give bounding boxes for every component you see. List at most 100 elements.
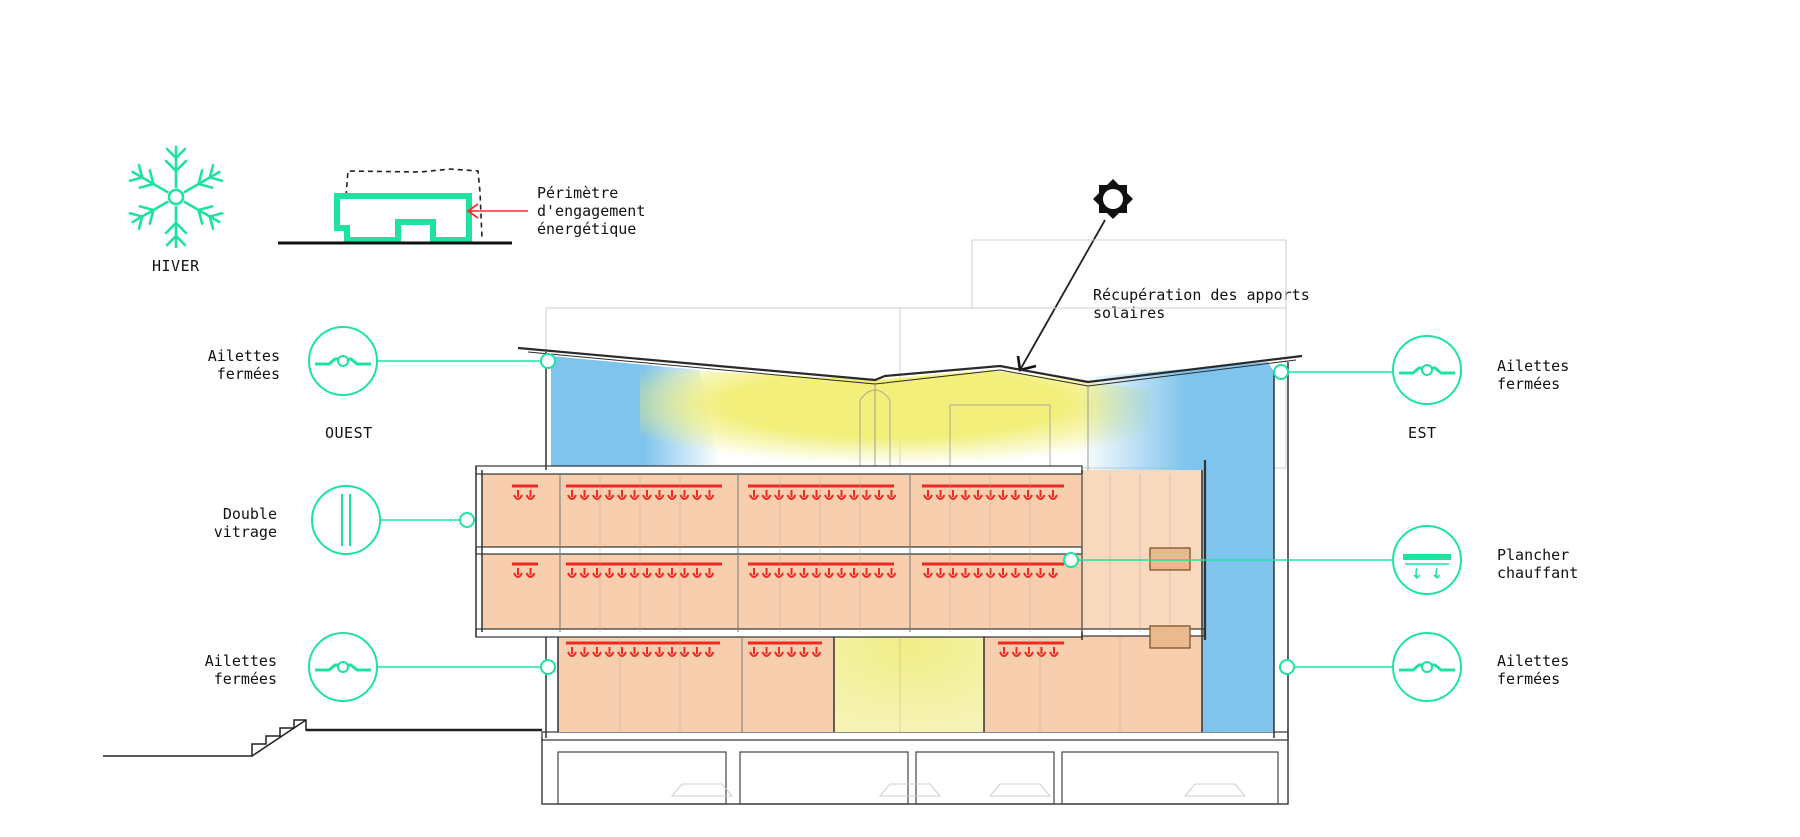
heat-marker [948, 490, 958, 500]
heat-marker [948, 568, 958, 578]
heat-marker [1023, 568, 1033, 578]
heat-marker [874, 568, 884, 578]
callout-line-2: chauffant [1497, 564, 1578, 582]
heat-marker [654, 647, 665, 657]
heat-marker [973, 568, 983, 578]
orientation-west: OUEST [325, 424, 373, 442]
callout-line-1: Ailettes [1497, 357, 1569, 375]
heat-marker [629, 647, 640, 657]
energy-perimeter-icon [278, 168, 528, 245]
season-legend: HIVER [126, 145, 226, 275]
heat-marker [567, 490, 577, 500]
heat-marker [617, 647, 627, 657]
heat-marker [579, 647, 590, 657]
heat-marker [629, 568, 640, 578]
heat-marker [667, 490, 677, 500]
heat-marker [692, 490, 702, 500]
entrance-solar-zone [834, 636, 984, 732]
heat-marker [774, 568, 784, 578]
heat-marker [1010, 490, 1021, 500]
heat-marker [774, 647, 784, 657]
heat-marker [935, 568, 946, 578]
heat-marker [923, 490, 933, 500]
heat-marker [679, 568, 690, 578]
heat-marker [799, 647, 809, 657]
heat-marker [629, 490, 640, 500]
heat-marker [654, 490, 665, 500]
heat-marker [642, 647, 652, 657]
snowflake-icon [126, 145, 226, 249]
callout-east-top: Ailettes fermées [1273, 335, 1569, 405]
heat-marker [836, 568, 847, 578]
heat-marker [849, 490, 859, 500]
solar-gain-arrow [1016, 219, 1106, 372]
heat-marker [849, 568, 859, 578]
heat-marker [786, 647, 797, 657]
heat-marker [1011, 647, 1022, 657]
heat-marker [749, 490, 759, 500]
interior-columns [559, 474, 1083, 732]
heat-marker [749, 647, 759, 657]
perimeter-label-line-3: énergétique [537, 220, 636, 238]
heat-marker [973, 490, 983, 500]
heat-marker [617, 490, 627, 500]
double-glazing-icon [311, 485, 381, 555]
heating-emitters [512, 484, 1064, 645]
heat-marker [886, 568, 897, 578]
heat-marker [774, 490, 784, 500]
heat-marker [985, 568, 996, 578]
solar-label-line-1: Récupération des apports [1093, 286, 1310, 304]
callout-line-2: fermées [1497, 375, 1560, 393]
callout-line-2: fermées [214, 670, 277, 688]
heat-marker [513, 490, 523, 500]
heat-markers [513, 490, 1059, 657]
heat-marker [567, 647, 577, 657]
heat-marker [761, 568, 772, 578]
solar-zone [640, 368, 1150, 470]
callout-line-1: Double [223, 505, 277, 523]
heat-marker [592, 568, 602, 578]
terrain-and-steps [103, 719, 542, 757]
mullions [599, 474, 1171, 732]
heat-marker [786, 490, 797, 500]
heat-marker [679, 490, 690, 500]
heat-marker [525, 568, 536, 578]
callout-east-mid: Plancher chauffant [1063, 525, 1578, 595]
heat-marker [1048, 568, 1058, 578]
heat-marker [579, 490, 590, 500]
heated-zones [482, 470, 1202, 732]
perimeter-label-line-1: Périmètre [537, 184, 618, 202]
heat-marker [604, 490, 615, 500]
callout-line-1: Plancher [1497, 546, 1569, 564]
callout-west-bottom: Ailettes fermées [205, 632, 556, 702]
heat-marker [960, 568, 971, 578]
heat-marker [1049, 647, 1059, 657]
heat-marker [704, 568, 715, 578]
heat-marker [513, 568, 523, 578]
parking-level [541, 737, 1289, 805]
heat-marker [861, 568, 872, 578]
heat-marker [704, 490, 715, 500]
perimeter-label-line-2: d'engagement [537, 202, 645, 220]
heat-marker [786, 568, 797, 578]
season-label: HIVER [152, 257, 200, 275]
heat-marker [567, 568, 577, 578]
heat-marker [654, 568, 665, 578]
heat-marker [692, 647, 702, 657]
heat-marker [985, 490, 996, 500]
heat-marker [799, 568, 809, 578]
callout-line-2: fermées [217, 365, 280, 383]
heat-marker [886, 490, 897, 500]
heat-marker [923, 568, 933, 578]
heat-marker [1035, 568, 1046, 578]
callout-west-top: Ailettes fermées [208, 326, 556, 396]
heat-marker [667, 647, 677, 657]
energy-perimeter-label: Périmètre d'engagement énergétique [537, 184, 645, 238]
sun-icon [1093, 179, 1133, 219]
solar-gain-label: Récupération des apports solaires [1093, 286, 1310, 322]
callout-line-1: Ailettes [208, 347, 280, 365]
heat-marker [935, 490, 946, 500]
heat-marker [592, 490, 602, 500]
heat-marker [592, 647, 602, 657]
heat-marker [667, 568, 677, 578]
